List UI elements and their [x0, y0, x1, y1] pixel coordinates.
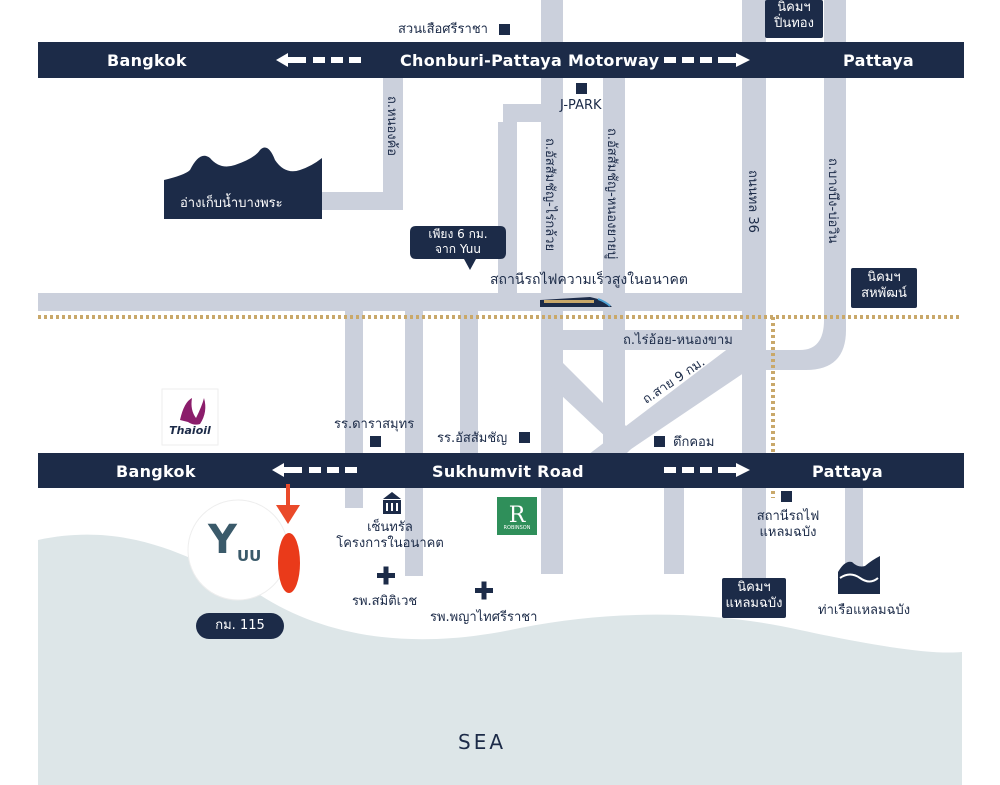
marker-jpark — [576, 83, 587, 94]
motorway-name: Chonburi-Pattaya Motorway — [400, 51, 660, 70]
robinson-logo-bg — [497, 497, 537, 535]
label-road-bangbung: ถ.บางบึง-บ่อวิน — [825, 158, 840, 244]
sukhumvit-name: Sukhumvit Road — [432, 462, 584, 481]
road-v-tl36 — [742, 78, 766, 478]
label-central-line2: โครงการในอนาคต — [336, 536, 444, 551]
label-tukcom: ตึกคอม — [673, 435, 715, 450]
label-darasamut: รร.ดาราสมุทร — [334, 417, 415, 432]
label-laemchabang-port: ท่าเรือแหลมฉบัง — [818, 603, 911, 618]
road-h-rai-oi — [563, 330, 763, 350]
road-v-west-2 — [405, 306, 423, 576]
estate-sahapat: นิคมฯ สหพัฒน์ — [851, 268, 917, 308]
motorway-arrow-right — [664, 53, 750, 67]
road-v-bangbung — [824, 78, 846, 308]
train-icon — [540, 297, 612, 307]
yuu-logo-letter: Y — [208, 517, 237, 563]
label-samitivej: รพ.สมิติเวช — [352, 594, 418, 609]
road-v-bangbung-top — [824, 0, 846, 44]
thaioil-logo-bg — [161, 388, 219, 446]
label-reservoir: อ่างเก็บน้ำบางพระ — [180, 196, 283, 211]
label-road-nongkho: ถ.หนองค้อ — [384, 96, 399, 157]
estate-pinthong-line2: ปิ่นทอง — [774, 16, 814, 31]
callout-text: เพียง 6 กม. จาก Yuu — [410, 227, 506, 257]
label-suanseua: สวนเสือศรีราชา — [398, 22, 488, 37]
road-v-west-1 — [345, 300, 363, 460]
label-laemchabang-station-line1: สถานีรถไฟ — [756, 509, 820, 524]
estate-pinthong-line1: นิคมฯ — [777, 0, 811, 15]
road-v-tl36-south — [742, 488, 766, 578]
label-assumption: รร.อัสสัมชัญ — [437, 431, 508, 446]
estate-pinthong: นิคมฯ ปิ่นทอง — [765, 0, 823, 38]
marker-darasamut — [370, 436, 381, 447]
label-phyathai: รพ.พญาไทศรีราชา — [430, 610, 538, 625]
label-hsr-station: สถานีรถไฟความเร็วสูงในอนาคต — [490, 272, 688, 288]
marker-laemchabang-station — [781, 491, 792, 502]
location-marker — [278, 533, 300, 593]
road-network — [38, 0, 863, 578]
label-road-tl36: ถนนทล 36 — [745, 170, 760, 233]
road-v-nongkho — [383, 78, 403, 208]
sukhumvit-left-label: Bangkok — [116, 462, 196, 481]
thaioil-logo-text: Thaioil — [169, 424, 211, 437]
estate-sahapat-line1: นิคมฯ — [867, 270, 901, 285]
road-v-tl36-top — [742, 0, 766, 44]
sukhumvit-arrow-right — [664, 463, 750, 477]
road-v-darasamut — [460, 300, 478, 460]
km-badge-bg — [196, 613, 284, 639]
road-diag-west — [545, 360, 640, 455]
sukhumvit-arrow-left — [272, 463, 357, 477]
reservoir-icon — [164, 147, 322, 219]
callout-line1: เพียง 6 กม. — [428, 227, 488, 241]
marker-suanseua — [499, 24, 510, 35]
motorway-right-label: Pattaya — [843, 51, 915, 70]
callout-bubble — [410, 226, 506, 270]
port-wave-line — [839, 573, 879, 583]
estate-laemchabang-line1: นิคมฯ — [737, 580, 771, 595]
road-h-rail-parallel — [38, 293, 742, 311]
label-central: เซ็นทรัล โครงการในอนาคต — [330, 520, 450, 552]
marker-tukcom — [654, 436, 665, 447]
motorway-left-label: Bangkok — [107, 51, 187, 70]
road-v-assumption-raiklauy — [541, 78, 563, 574]
label-road-rai-oi: ถ.ไร่อ้อย-หนองขาม — [623, 333, 733, 348]
motorway-bar — [38, 42, 964, 78]
estate-sahapat-line2: สหพัฒน์ — [861, 286, 907, 301]
road-v-top-assumption — [541, 0, 563, 44]
road-v-south-1 — [664, 488, 684, 574]
km-badge-text: กม. 115 — [215, 618, 265, 633]
sukhumvit-bar — [38, 453, 964, 488]
robinson-logo-mark: R — [509, 503, 527, 528]
road-v-west-1-south — [345, 488, 363, 508]
hospital-phyathai-icon — [475, 581, 493, 600]
label-laemchabang-station: สถานีรถไฟ แหลมฉบัง — [745, 509, 831, 541]
motorway-arrow-left — [276, 53, 361, 67]
robinson-logo-text: ROBINSON — [503, 525, 531, 531]
road-v-south-2 — [845, 488, 863, 568]
road-curve-sahapat — [766, 300, 846, 370]
location-arrow-head — [276, 505, 300, 524]
callout-line2: จาก Yuu — [434, 242, 481, 256]
central-building-icon — [383, 492, 401, 514]
sea-area — [38, 534, 962, 785]
marker-assumption — [519, 432, 530, 443]
label-jpark: J-PARK — [560, 98, 602, 113]
hospital-samitivej-icon — [377, 566, 395, 585]
label-laemchabang-station-line2: แหลมฉบัง — [759, 525, 817, 540]
estate-laemchabang: นิคมฯ แหลมฉบัง — [722, 578, 786, 618]
label-road-assumption-raiklauy: ถ.อัสสัมชัญ-ไร่กล้วย — [542, 138, 557, 252]
yuu-logo-text: UU — [237, 547, 262, 565]
estate-laemchabang-line2: แหลมฉบัง — [725, 596, 783, 611]
sea-label: SEA — [458, 730, 507, 754]
road-v-assumption-nongyaibu — [603, 78, 625, 478]
thaioil-logo-mark — [180, 398, 206, 425]
sukhumvit-right-label: Pattaya — [812, 462, 884, 481]
road-v-south-assumption — [541, 488, 563, 574]
port-wave-icon — [838, 556, 880, 594]
label-central-line1: เซ็นทรัล — [367, 520, 413, 535]
label-road-assumption-nongyaibu: ถ.อัสสัมชัญ-หนองยายบู่ — [604, 128, 619, 260]
